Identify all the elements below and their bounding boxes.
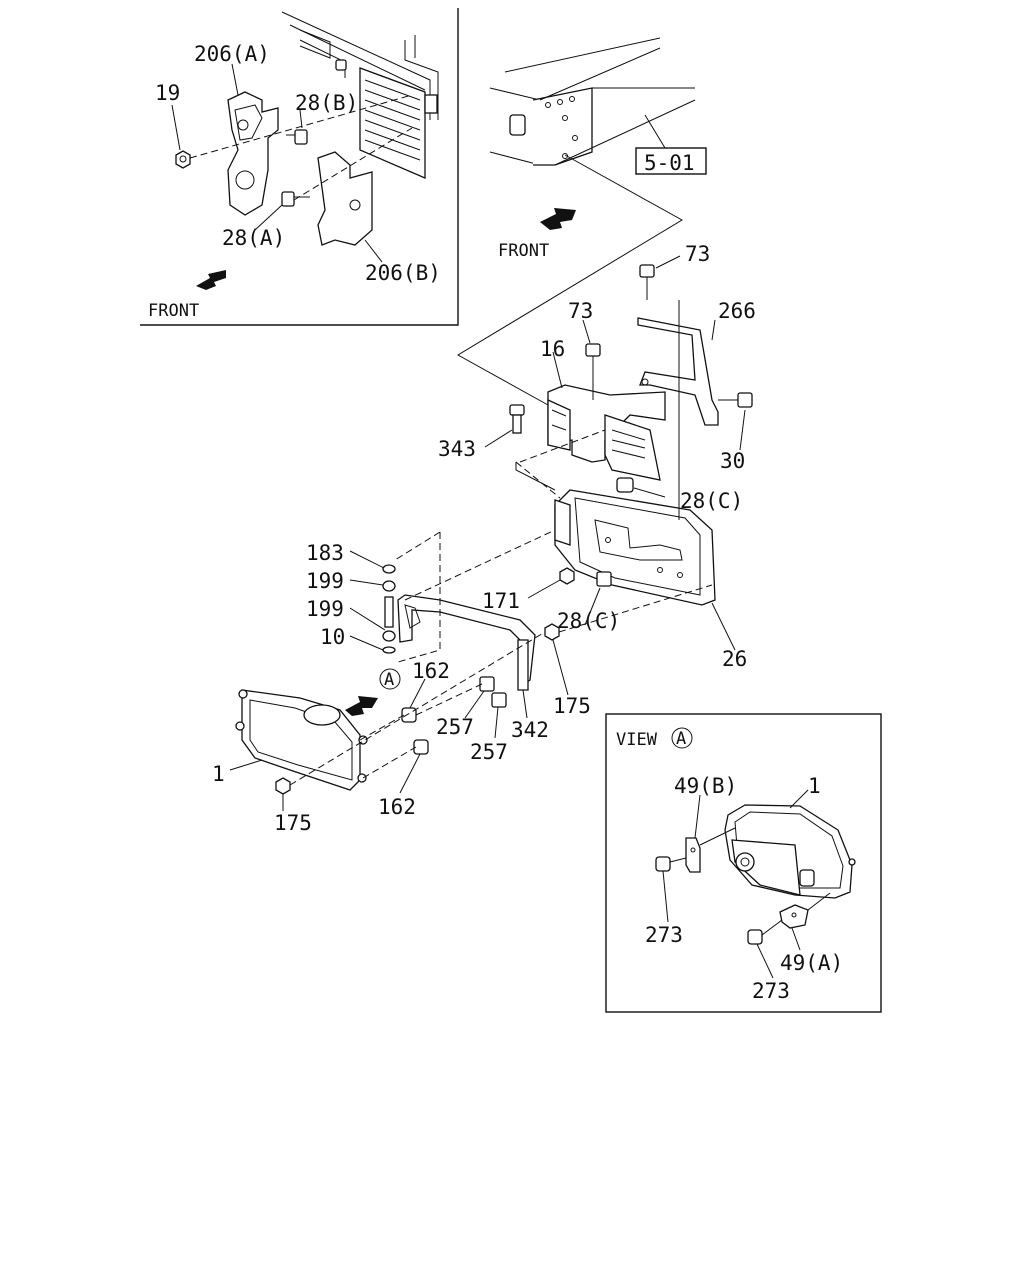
label-28c-top: 28(C) <box>680 489 743 513</box>
bolt-28c-top <box>616 477 634 493</box>
bolt-257-a <box>479 676 495 692</box>
label-28a: 28(A) <box>222 226 285 250</box>
bolt-28b <box>286 129 308 145</box>
label-73-top: 73 <box>685 242 710 266</box>
circle-a-marker: A <box>379 668 401 690</box>
label-162-top: 162 <box>412 659 450 683</box>
lamp-front-arrow-icon <box>345 696 378 716</box>
bolt-30 <box>718 392 753 408</box>
label-28b: 28(B) <box>295 91 358 115</box>
label-49b: 49(B) <box>674 774 737 798</box>
fog-lamp <box>235 689 368 791</box>
label-206a: 206(A) <box>194 42 270 66</box>
lamp-stay <box>397 594 536 691</box>
label-175-left: 175 <box>274 811 312 835</box>
label-257-a: 257 <box>436 715 474 739</box>
bolt-273-left <box>655 856 671 872</box>
bolt-28a <box>281 191 310 207</box>
bracket-49b <box>685 837 701 873</box>
label-171: 171 <box>482 589 520 613</box>
bolt-28c-bottom <box>596 571 612 587</box>
label-19: 19 <box>155 81 180 105</box>
bolt-162-bottom <box>413 739 429 755</box>
ref-label: 5-01 <box>644 151 695 175</box>
label-28c-bottom: 28(C) <box>557 609 620 633</box>
label-266: 266 <box>718 299 756 323</box>
bolt-top <box>335 59 347 71</box>
view-a-panel: VIEW A <box>605 713 882 1013</box>
label-206b: 206(B) <box>365 261 441 285</box>
label-16: 16 <box>540 337 565 361</box>
label-199-b: 199 <box>306 597 344 621</box>
label-49a: 49(A) <box>780 951 843 975</box>
bracket-206a <box>227 91 279 216</box>
bolt-343 <box>509 404 525 434</box>
main-front-arrow-icon <box>540 208 576 230</box>
nut-175-right <box>544 623 560 641</box>
reference-box: 5-01 <box>635 147 707 175</box>
label-inset-front: FRONT <box>148 301 199 321</box>
view-a-title: VIEW <box>616 730 658 750</box>
label-1-main: 1 <box>212 762 225 786</box>
bolt-73-mid <box>585 343 601 400</box>
label-273-left: 273 <box>645 923 683 947</box>
circle-a-label: A <box>384 670 394 690</box>
label-342: 342 <box>511 718 549 742</box>
label-10: 10 <box>320 625 345 649</box>
bracket-26 <box>554 300 716 606</box>
label-73-mid: 73 <box>568 299 593 323</box>
label-343: 343 <box>438 437 476 461</box>
washer-stack <box>382 564 396 654</box>
bolt-73-top <box>639 264 655 300</box>
nut-19 <box>175 150 191 169</box>
label-main-front: FRONT <box>498 241 549 261</box>
bolt-273-bottom <box>747 929 763 945</box>
label-26: 26 <box>722 647 747 671</box>
bracket-206b <box>317 151 373 246</box>
bolt-257-b <box>491 692 507 708</box>
bracket-266 <box>637 317 719 426</box>
nut-175-left <box>275 777 291 795</box>
nut-171 <box>559 567 575 585</box>
label-199-a: 199 <box>306 569 344 593</box>
label-175-right: 175 <box>553 694 591 718</box>
inset-panel: 206(A) 19 28(B) 28(A) 206(B) FRONT <box>140 8 459 326</box>
view-a-circle: A <box>676 729 686 749</box>
front-arrow-icon <box>196 270 226 290</box>
bracket-16 <box>547 384 666 481</box>
label-view-1: 1 <box>808 774 821 798</box>
bracket-49a <box>779 904 809 929</box>
frame-rail <box>489 37 696 166</box>
label-273-bottom: 273 <box>752 979 790 1003</box>
label-183: 183 <box>306 541 344 565</box>
label-30: 30 <box>720 449 745 473</box>
label-257-b: 257 <box>470 740 508 764</box>
label-162-bottom: 162 <box>378 795 416 819</box>
view-a-lamp <box>724 804 856 899</box>
